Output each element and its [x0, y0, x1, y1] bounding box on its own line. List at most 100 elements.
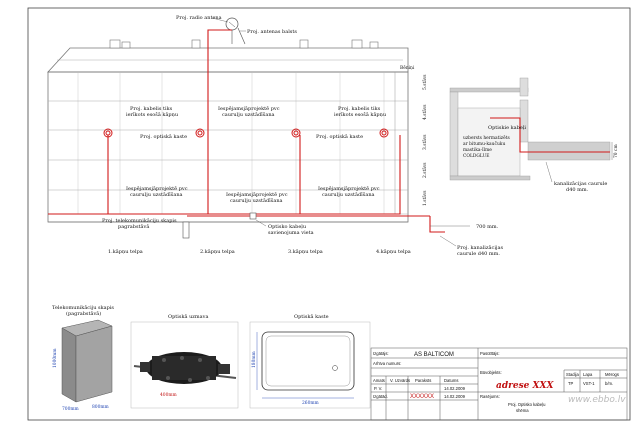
- leader-line: [439, 235, 457, 247]
- antenna-mast: [237, 27, 246, 45]
- stairwell-3-label: 3.kāpņu telpa: [288, 249, 323, 255]
- optical-box-right-label: Proj. optiskā kaste: [316, 134, 363, 140]
- optical-box-drawing-frame: [249, 321, 371, 409]
- optical-box-title: Optiskā kaste: [294, 314, 329, 320]
- splice-closure-title: Optiskā uzmava: [168, 314, 208, 320]
- floor-3-label: 3.stāvs: [423, 134, 428, 150]
- radio-antenna-icon: [225, 17, 239, 31]
- title-block-grid: [370, 347, 628, 421]
- chimney: [299, 39, 309, 49]
- splice-point-label: savienojuma vieta: [268, 230, 314, 236]
- building-facade: [47, 71, 409, 223]
- chimney: [351, 39, 363, 49]
- drawing-title: Proj. Optisko kabeļu: [508, 402, 546, 407]
- pvc-note-right: caurulju uzstādīšana: [322, 191, 375, 198]
- asphalt-note: COLDGLUE: [463, 154, 489, 159]
- object-value: adrese XXX: [496, 381, 554, 391]
- pvc-note-left: Iespējamsjāprojektē pvc: [126, 186, 188, 192]
- scale-value: b/m.: [605, 381, 613, 386]
- object-label: Būvobjekts:: [480, 370, 502, 375]
- cabinet-title: Telekomunikāciju skapis: [52, 305, 114, 311]
- duct-label: d40 mm.: [566, 187, 589, 193]
- date-row-2: 14.02.2009: [444, 394, 466, 399]
- name-row-2: XXXXXX: [410, 394, 434, 400]
- optical-box-icon: [103, 128, 113, 138]
- stairwell-1-label: 1.kāpņu telpa: [108, 249, 143, 255]
- distance-label: 700 mm.: [476, 224, 499, 230]
- sheet-value: VST-1: [583, 381, 595, 386]
- optical-box-icon: [195, 128, 205, 138]
- watermark: www.ebbo.lv: [568, 395, 626, 405]
- chimney: [191, 39, 201, 49]
- stage-value: TP: [568, 381, 574, 386]
- date-row-1: 14.02.2009: [444, 386, 466, 391]
- pvc-note-mid: Iespējamsjāprojektē pvc: [226, 192, 288, 198]
- optical-cable-label: Optiskie kabeļi: [488, 125, 526, 131]
- sheet-header: Lapa: [583, 372, 593, 377]
- pvc-note-top: caurulju uzstādīšana: [222, 111, 275, 118]
- pvc-note-left: caurulju uzstādīšana: [130, 191, 183, 198]
- pvc-note-top: Iespējamsjāprojektē pvc: [218, 106, 280, 112]
- floor-4-label: 4.stāvs: [423, 104, 428, 120]
- stage-header: Stadija: [566, 372, 579, 377]
- role-column-header: Amats: [373, 378, 385, 383]
- asphalt-note: mastika-Ilme: [463, 148, 492, 153]
- depth-label: 70 cm: [614, 144, 619, 158]
- telecom-cabinet-symbol: [182, 221, 190, 239]
- pvc-note-right: Iespējamsjāprojektē pvc: [318, 186, 380, 192]
- drawing-title: shēma: [516, 408, 529, 413]
- splice-point-label: Optisko kabeļu: [268, 224, 307, 230]
- name-column-header: V. Uzvārds: [390, 378, 410, 383]
- chimney: [369, 41, 379, 49]
- duct-label: kanalizācijas caurule: [554, 181, 607, 187]
- floor-2-label: 2.stāvs: [423, 162, 428, 178]
- asphalt-note: ar bitumu-kaučuku: [463, 142, 505, 147]
- stairwell-4-label: 4.kāpņu telpa: [376, 249, 411, 255]
- stairwell-2-label: 2.kāpņu telpa: [200, 249, 235, 255]
- splice-point-symbol: [249, 212, 257, 220]
- splice-closure-photo: [133, 352, 237, 384]
- drawing-label: Rasējums:: [480, 394, 500, 399]
- box-width-dim: 260mm: [302, 401, 320, 406]
- optical-box-drawing: [256, 331, 355, 399]
- splice-length-dim: 400mm: [160, 393, 178, 398]
- client-value: AS BALTICOM: [414, 352, 454, 358]
- optical-box-icon: [291, 128, 301, 138]
- proj-duct-label: Proj. kanalizācijas: [457, 245, 503, 251]
- floor-1-label: 1.stāvs: [423, 190, 428, 206]
- cabinet-title: (pagrabstāvā): [66, 310, 101, 317]
- date-column-header: Datums: [444, 378, 458, 383]
- cable-drop-note-right: ierīkots esošā kāpņu: [334, 111, 387, 118]
- scale-header: Mērogs: [605, 372, 619, 377]
- pvc-note-mid: caurulju uzstādīšana: [230, 197, 283, 204]
- antenna-dish-detail: [228, 21, 236, 28]
- archive-label: Arhīva numurs:: [373, 361, 401, 366]
- cable-drop-note-left: Proj. kabelis tiks: [130, 106, 173, 112]
- telecom-cabinet-label: pagrabstāvā: [118, 224, 149, 230]
- roof-label: Bēniņi: [400, 66, 415, 71]
- cabinet-depth-dim: 800mm: [92, 405, 110, 410]
- cross-section-detail: [449, 77, 611, 181]
- sheet-frame: [27, 7, 631, 421]
- optical-cable-route: [48, 29, 445, 233]
- client-label: Izgātājs:: [373, 351, 389, 356]
- radio-antenna-label: Proj. radio antena: [176, 15, 222, 21]
- optical-box-icon: [379, 128, 389, 138]
- role-row-1: P. V.: [374, 386, 382, 391]
- proj-duct-label: caurule d40 mm.: [457, 251, 500, 257]
- chimney: [109, 39, 121, 49]
- sign-column-header: Paraksts: [415, 378, 431, 383]
- cable-drop-note-left: ierīkots esošā kāpņu: [126, 111, 179, 118]
- customer-label: Pasūtītājs:: [480, 351, 500, 356]
- cabinet-photo: [61, 319, 113, 403]
- cable-drop-note-right: Proj. kabelis tiks: [338, 106, 381, 112]
- chimney: [121, 41, 131, 49]
- floor-5-label: 5.stāvs: [423, 74, 428, 90]
- box-height-dim: 180mm: [252, 350, 257, 368]
- antenna-mast-label: Proj. antenas balsts: [247, 29, 297, 35]
- telecom-cabinet-label: Proj. telekomunikāciju skapis: [102, 218, 177, 224]
- window-grid: [77, 72, 385, 214]
- cabinet-height-dim: 1000mm: [53, 348, 58, 368]
- leader-line: [545, 161, 553, 183]
